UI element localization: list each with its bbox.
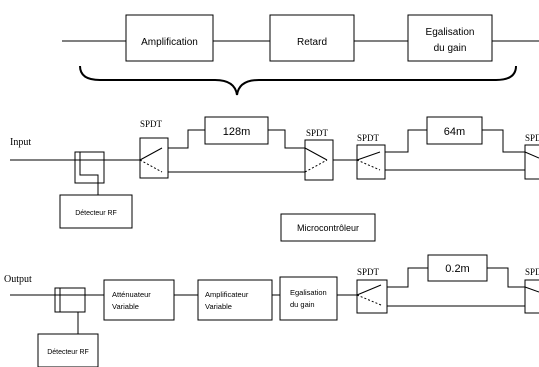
top-block-retard-label: Retard bbox=[297, 37, 327, 48]
spdt-switch-2 bbox=[304, 139, 334, 181]
top-block-egalisation-label-2: du gain bbox=[434, 43, 467, 54]
output-label: Output bbox=[4, 274, 32, 285]
input-label: Input bbox=[10, 137, 31, 148]
input-coupler bbox=[74, 151, 105, 195]
top-block-amplification: Amplification bbox=[125, 14, 214, 62]
delay-path-0-2m bbox=[387, 267, 525, 307]
spdt-label-5: SPDT bbox=[357, 267, 380, 277]
spdt-label-2: SPDT bbox=[306, 128, 329, 138]
top-block-amplification-label: Amplification bbox=[141, 37, 198, 48]
output-detector-rf: Détecteur RF bbox=[37, 333, 99, 367]
top-block-egalisation: Egalisation du gain bbox=[407, 14, 493, 62]
delay-128m: 128m bbox=[204, 116, 269, 145]
delay-64m: 64m bbox=[426, 116, 483, 145]
spdt-switch-1 bbox=[139, 137, 169, 179]
egalisation-bottom-label-1: Egalisation bbox=[290, 288, 327, 297]
delay-64m-label: 64m bbox=[444, 126, 465, 138]
egalisation-bottom-label-2: du gain bbox=[290, 300, 315, 309]
input-detector-rf: Détecteur RF bbox=[59, 194, 133, 229]
delay-0-2m-label: 0.2m bbox=[445, 263, 469, 275]
output-coupler bbox=[54, 287, 86, 334]
top-block-retard: Retard bbox=[269, 14, 355, 62]
microcontroller-label: Microcontrôleur bbox=[297, 223, 359, 233]
block-egalisation-bottom: Egalisation du gain bbox=[279, 276, 338, 321]
spdt-switch-6 bbox=[524, 279, 539, 314]
block-amplificateur-variable: Amplificateur Variable bbox=[197, 279, 273, 321]
spdt-label-1: SPDT bbox=[140, 119, 163, 129]
spdt-label-6: SPDT bbox=[525, 267, 539, 277]
amplificateur-label-2: Variable bbox=[205, 302, 232, 311]
input-detector-rf-label: Détecteur RF bbox=[75, 210, 117, 217]
spdt-label-3: SPDT bbox=[357, 133, 380, 143]
attenuateur-label-2: Variable bbox=[112, 302, 139, 311]
output-detector-rf-label: Détecteur RF bbox=[47, 349, 89, 356]
block-attenuateur-variable: Atténuateur Variable bbox=[103, 279, 175, 321]
microcontroller: Microcontrôleur bbox=[280, 213, 376, 242]
delay-128m-label: 128m bbox=[223, 126, 251, 138]
delay-path-64m bbox=[385, 129, 525, 171]
spdt-label-4: SPDT bbox=[525, 133, 539, 143]
spdt-switch-5 bbox=[356, 279, 388, 314]
curly-brace bbox=[79, 65, 517, 96]
delay-path-128m bbox=[168, 129, 305, 173]
top-block-egalisation-label-1: Egalisation bbox=[426, 27, 475, 38]
spdt-switch-4 bbox=[524, 144, 539, 180]
delay-0-2m: 0.2m bbox=[427, 254, 488, 282]
amplificateur-label-1: Amplificateur bbox=[205, 290, 249, 299]
spdt-switch-3 bbox=[356, 144, 386, 180]
attenuateur-label-1: Atténuateur bbox=[112, 290, 151, 299]
